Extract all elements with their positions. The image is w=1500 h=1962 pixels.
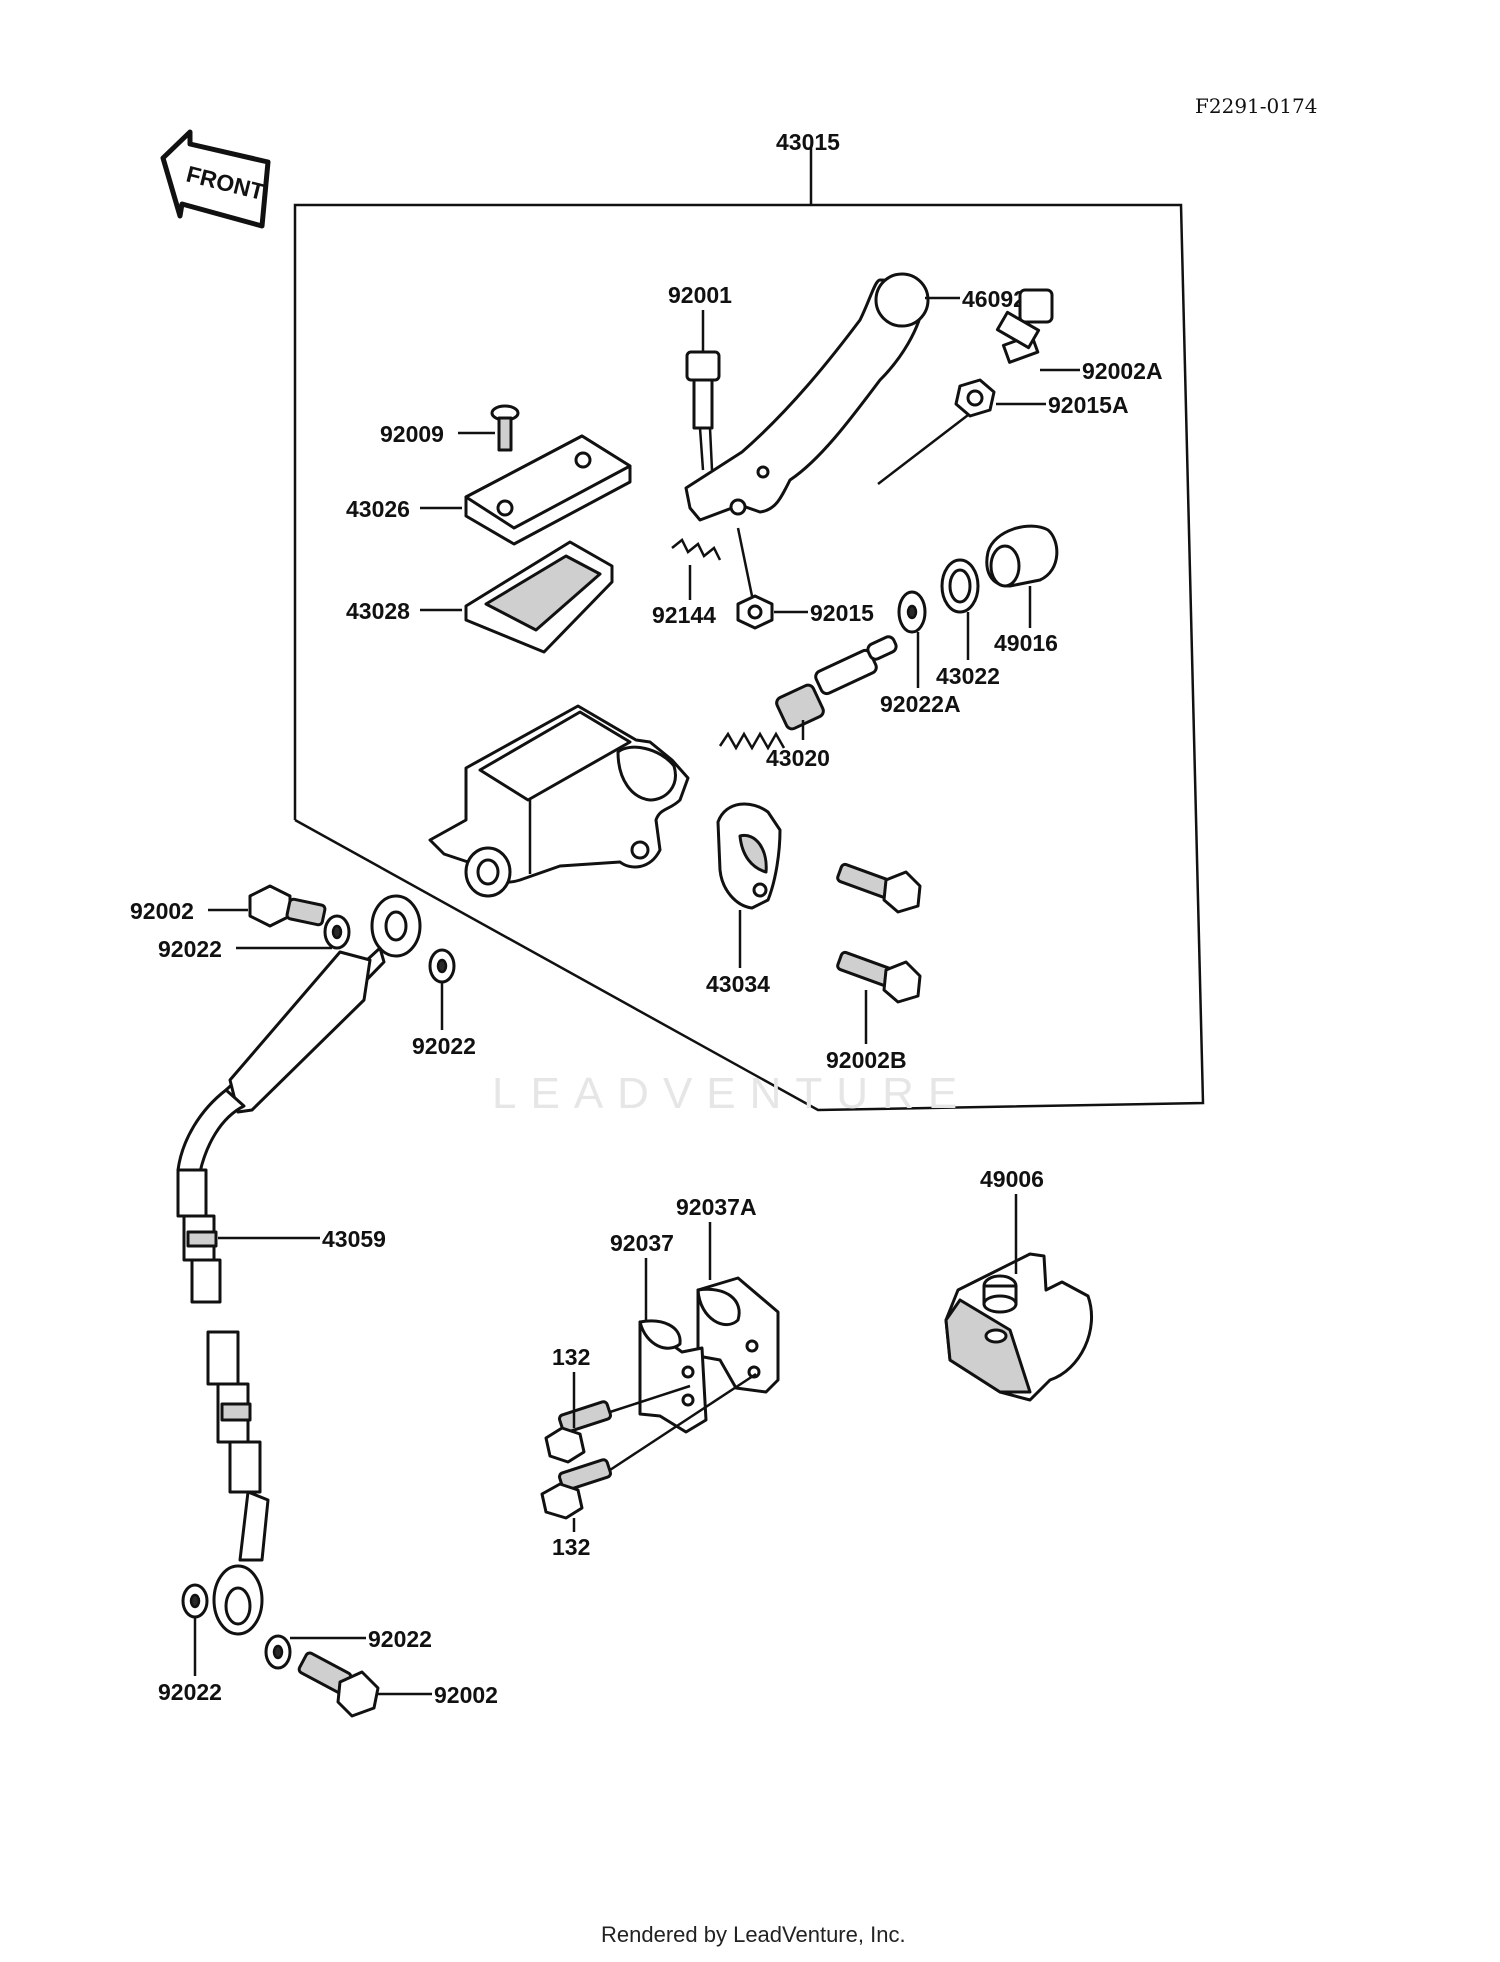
handlebar-clamp <box>716 802 782 910</box>
master-cylinder-body <box>428 704 690 898</box>
part-label-46092: 46092 <box>962 286 1026 312</box>
part-label-92002-top: 92002 <box>130 898 194 924</box>
piston-assembly <box>718 635 898 751</box>
part-label-92001: 92001 <box>668 282 732 308</box>
part-label-92037A: 92037A <box>676 1194 757 1220</box>
switch-cover-49006 <box>944 1252 1094 1402</box>
part-label-92037: 92037 <box>610 1230 674 1256</box>
part-label-132-bottom: 132 <box>552 1534 590 1560</box>
footer-credit: Rendered by LeadVenture, Inc. <box>601 1922 906 1947</box>
washer-92022A <box>897 590 927 634</box>
washer-92022-right <box>264 1634 292 1670</box>
part-label-92009: 92009 <box>380 421 444 447</box>
nut-92015A <box>954 378 996 418</box>
nut-92015 <box>736 527 774 630</box>
part-label-49016: 49016 <box>994 630 1058 656</box>
part-label-92022-right: 92022 <box>368 1626 432 1652</box>
banjo-bolt-bottom <box>297 1651 380 1718</box>
part-label-43059: 43059 <box>322 1226 386 1252</box>
part-label-92022-top: 92022 <box>158 936 222 962</box>
washer-92022-top <box>323 914 351 950</box>
part-label-92002B: 92002B <box>826 1047 907 1073</box>
part-label-43026: 43026 <box>346 496 410 522</box>
diaphragm <box>464 540 614 654</box>
brake-hose <box>176 894 422 1636</box>
watermark: LEADVENTURE <box>492 1069 971 1118</box>
part-label-92144: 92144 <box>652 602 716 628</box>
reservoir-cap <box>464 434 632 546</box>
part-label-49006: 49006 <box>980 1166 1044 1192</box>
part-label-92015A: 92015A <box>1048 392 1129 418</box>
part-label-92022A: 92022A <box>880 691 961 717</box>
screw-92009 <box>490 404 520 452</box>
part-label-92022-mid: 92022 <box>412 1033 476 1059</box>
bolt-132-top <box>544 1384 691 1464</box>
bolts-92002B <box>836 862 922 1004</box>
assembly-outline <box>293 147 1205 1112</box>
brake-lever <box>684 272 930 522</box>
hose-bracket-92037 <box>638 1319 708 1434</box>
part-label-43028: 43028 <box>346 598 410 624</box>
part-label-43020: 43020 <box>766 745 830 771</box>
dust-boot <box>985 524 1059 588</box>
hose-bracket-92037A <box>696 1276 780 1394</box>
spring-92144 <box>671 538 722 561</box>
front-arrow-icon: FRONT <box>160 129 271 229</box>
bolt-132-bottom <box>540 1372 757 1520</box>
pivot-bolt <box>685 350 721 471</box>
part-label-92002-bottom: 92002 <box>434 1682 498 1708</box>
washer-92022-mid <box>428 948 456 984</box>
bolt-92002A <box>995 288 1054 364</box>
circlip <box>940 558 980 614</box>
diagram-code: F2291-0174 <box>1195 94 1317 118</box>
banjo-bolt-top <box>248 884 327 928</box>
part-label-43022: 43022 <box>936 663 1000 689</box>
part-label-92002A: 92002A <box>1082 358 1163 384</box>
part-label-92022-left: 92022 <box>158 1679 222 1705</box>
part-label-43034: 43034 <box>706 971 770 997</box>
part-label-92015: 92015 <box>810 600 874 626</box>
washer-92022-left <box>181 1583 209 1619</box>
assembly-label: 43015 <box>776 129 840 155</box>
part-label-132-top: 132 <box>552 1344 590 1370</box>
